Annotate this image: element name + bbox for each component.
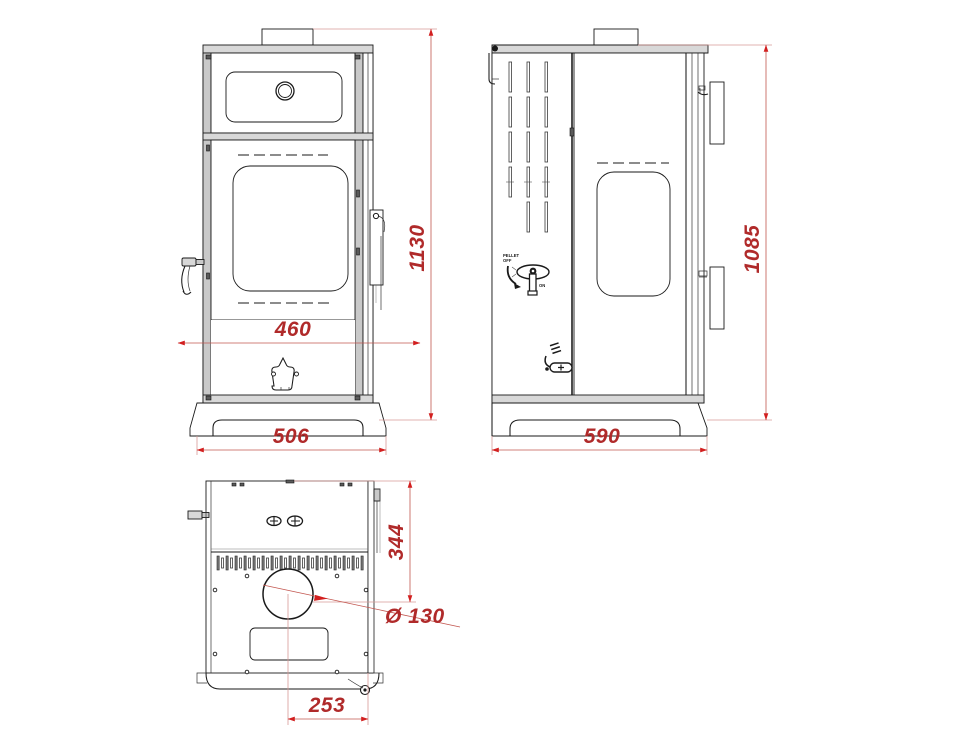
dimension-1130-label: 1130 bbox=[406, 224, 429, 271]
pellet-label-line1: PELLET bbox=[503, 253, 519, 258]
side-flue-collar bbox=[593, 28, 639, 46]
rear-cable-gland bbox=[187, 505, 210, 525]
rear-top-marks bbox=[231, 479, 353, 487]
side-control-pellet-toggle: PELLET OFF ON bbox=[503, 253, 550, 296]
side-control-power-switch bbox=[544, 342, 573, 373]
side-lower-handle bbox=[698, 266, 725, 330]
rear-right-rail bbox=[367, 480, 375, 674]
front-left-rail bbox=[202, 52, 212, 404]
front-right-rail bbox=[354, 52, 364, 404]
side-view: PELLET OFF ON bbox=[488, 28, 772, 455]
dimension-130: Ø 130 bbox=[262, 584, 461, 628]
front-hinge-marks bbox=[205, 54, 361, 401]
dimension-253-label: 253 bbox=[308, 694, 346, 717]
side-panel-latch bbox=[569, 127, 575, 137]
pellet-on-label: ON bbox=[539, 283, 545, 288]
rear-screw-points bbox=[212, 573, 369, 675]
front-bottom-rail bbox=[202, 394, 374, 404]
side-base-plinth bbox=[491, 402, 708, 437]
rear-right-bracket bbox=[373, 488, 381, 553]
dimension-460: 460 bbox=[177, 318, 421, 346]
side-top-plate-pin bbox=[492, 45, 498, 52]
dimension-506-label: 506 bbox=[273, 425, 310, 448]
dimension-130-label: Ø 130 bbox=[385, 605, 445, 628]
dimension-253: 253 bbox=[287, 594, 369, 725]
front-door-handle bbox=[369, 209, 386, 310]
dimension-590-label: 590 bbox=[584, 425, 621, 448]
side-rear-panel bbox=[491, 52, 575, 404]
dimension-344-label: 344 bbox=[385, 524, 408, 561]
dimension-590: 590 bbox=[491, 425, 708, 455]
front-flue-collar bbox=[261, 28, 314, 46]
side-glass-door bbox=[596, 171, 671, 297]
front-view: 1130 460 506 bbox=[177, 28, 437, 455]
front-hopper-knob-inner bbox=[278, 84, 292, 98]
side-top-plate bbox=[491, 44, 709, 54]
rear-base-plinth bbox=[196, 672, 384, 696]
side-bottom-rail bbox=[491, 394, 705, 404]
dimension-1130: 1130 bbox=[313, 28, 437, 421]
front-divider-plate bbox=[202, 132, 374, 141]
rear-inspection-hatch bbox=[249, 627, 329, 661]
dimension-344: 344 bbox=[294, 480, 416, 603]
front-side-lever bbox=[181, 257, 205, 295]
pellet-label-line2: OFF bbox=[503, 258, 512, 263]
side-vent-slots bbox=[506, 61, 550, 233]
front-glass-door bbox=[232, 165, 349, 292]
rear-view: 344 Ø 130 253 bbox=[187, 479, 461, 725]
dimension-460-label: 460 bbox=[274, 318, 312, 341]
front-brand-emblem bbox=[271, 356, 299, 391]
front-top-plate bbox=[202, 44, 374, 54]
side-top-hook bbox=[488, 53, 499, 85]
dimension-1085-label: 1085 bbox=[741, 225, 764, 274]
rear-terminals bbox=[266, 515, 304, 527]
dimension-506: 506 bbox=[196, 425, 387, 455]
dimension-1085: 1085 bbox=[638, 44, 772, 421]
side-upper-handle bbox=[697, 81, 725, 145]
